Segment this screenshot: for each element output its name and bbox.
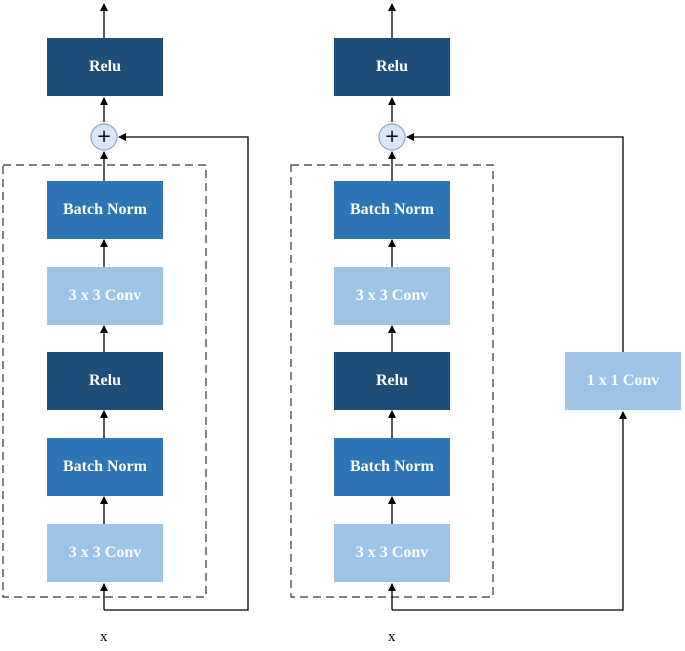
right-relu-top: Relu (334, 38, 450, 96)
right-input-label: x (388, 629, 396, 645)
left-add-node (90, 123, 118, 151)
left-batch-norm-2: Batch Norm (47, 181, 163, 239)
right-conv1x1-to-add (406, 133, 624, 352)
left-conv-3x3-1: 3 x 3 Conv (47, 524, 163, 582)
left-residual-block (2, 3, 249, 611)
left-batch-norm-1: Batch Norm (47, 438, 163, 496)
right-conv-3x3-2: 3 x 3 Conv (334, 267, 450, 325)
right-conv-3x3-1: 3 x 3 Conv (334, 524, 450, 582)
left-identity-shortcut (104, 133, 249, 611)
right-add-node (378, 123, 406, 151)
right-residual-block (290, 3, 627, 611)
left-relu-mid: Relu (47, 352, 163, 410)
right-add-plus: + (384, 126, 400, 147)
left-dashed-frame (2, 164, 207, 598)
left-add-plus: + (96, 126, 112, 147)
right-batch-norm-1: Batch Norm (334, 438, 450, 496)
left-relu-top: Relu (47, 38, 163, 96)
left-conv-3x3-2: 3 x 3 Conv (47, 267, 163, 325)
left-input-label: x (100, 629, 108, 645)
right-conv-1x1-shortcut: 1 x 1 Conv (565, 352, 681, 410)
right-shortcut-to-conv1x1 (392, 411, 627, 611)
right-relu-mid: Relu (334, 352, 450, 410)
right-batch-norm-2: Batch Norm (334, 181, 450, 239)
